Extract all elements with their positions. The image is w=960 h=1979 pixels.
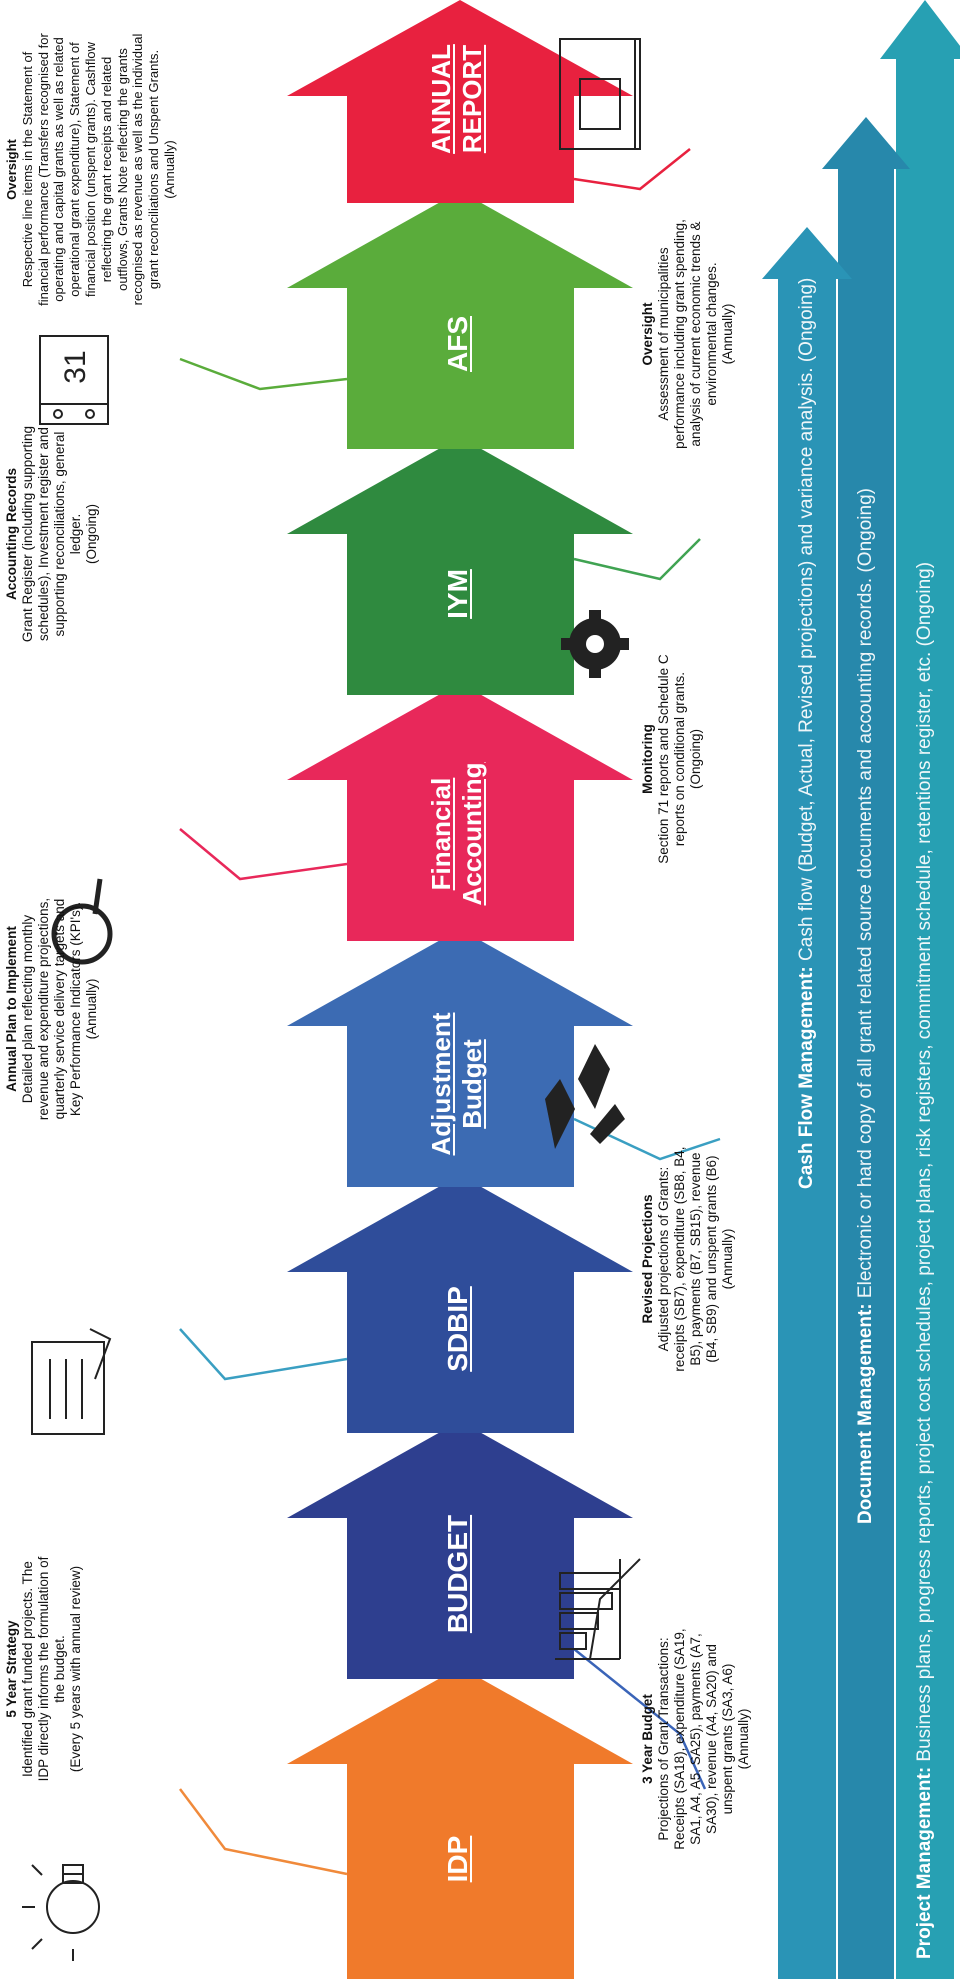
box-title: Revised Projections [640, 1194, 655, 1324]
stage-label-iym: IYM [442, 569, 473, 619]
box-title: Annual Plan to Implement [4, 926, 19, 1092]
box-monitoring: Monitoring Section 71 reports and Schedu… [640, 629, 704, 889]
lightbulb-icon [22, 1864, 100, 1961]
stage-arrow-sdbip [287, 1175, 633, 1433]
bar-cash-flow-management [762, 227, 852, 1979]
connector-idp [179, 1788, 348, 1876]
box-title: Accounting Records [4, 468, 19, 601]
stage-arrow-adjustment-budget [287, 929, 633, 1187]
report-book-icon [559, 38, 641, 150]
box-title: Monitoring [640, 724, 655, 794]
bar-project-management [880, 0, 960, 1979]
bar-desc: Electronic or hard copy of all grant rel… [855, 488, 876, 1299]
box-title: 5 Year Strategy [4, 1620, 19, 1718]
stage-arrow-annual-report [287, 0, 633, 203]
stage-label-budget: BUDGET [442, 1514, 473, 1634]
gear-icon [561, 610, 629, 678]
box-title: 3 Year Budget [640, 1694, 655, 1784]
stage-arrow-idp [287, 1667, 633, 1979]
bar-label-document: Document Management: Electronic or hard … [855, 488, 877, 1524]
stage-arrow-financial-accounting [287, 683, 633, 941]
magnifier-icon [51, 878, 113, 965]
bar-name: Document Management: [855, 1303, 876, 1524]
stage-label-idp: IDP [442, 1835, 473, 1883]
box-revised-projections: Revised Projections Adjusted projections… [640, 1119, 736, 1399]
stage-arrow-budget [287, 1421, 633, 1679]
connector-iym [573, 538, 701, 581]
box-3-year-budget: 3 Year Budget Projections of Grant Trans… [640, 1609, 752, 1869]
box-5-year-strategy: 5 Year Strategy Identified grant funded … [4, 1529, 84, 1809]
checklist-icon [31, 1328, 112, 1435]
bar-name: Cash Flow Management: [796, 966, 817, 1189]
connector-sdbip [179, 1328, 348, 1381]
box-title: Oversight [640, 302, 655, 366]
connector-afs [179, 357, 348, 391]
bar-chart-icon [555, 1558, 641, 1660]
box-annual-plan: Annual Plan to Implement Detailed plan r… [4, 859, 100, 1159]
bar-name: Project Management: [914, 1766, 935, 1959]
stage-label-afs: AFS [442, 316, 473, 372]
box-oversight-top: Oversight Respective line items in the S… [4, 0, 178, 339]
connector-annual [573, 148, 691, 191]
stage-arrows [287, 0, 633, 1979]
connector-financial [179, 828, 348, 881]
calendar-icon [39, 335, 109, 425]
stage-arrow-afs [287, 191, 633, 449]
stage-arrow-iym [287, 437, 633, 695]
bar-desc: Business plans, progress reports, projec… [914, 561, 935, 1762]
management-bars [762, 0, 960, 1979]
calendar-day: 31 [59, 350, 92, 383]
handshake-icon [545, 1044, 625, 1149]
connector-budget [573, 1648, 707, 1790]
bar-label-project: Project Management: Business plans, prog… [914, 562, 936, 1959]
bar-document-management [822, 117, 910, 1979]
box-accounting-records: Accounting Records Grant Register (inclu… [4, 394, 100, 674]
bar-desc: Cash flow (Budget, Actual, Revised proje… [796, 277, 817, 961]
stage-label-sdbip: SDBIP [442, 1286, 473, 1372]
box-title: Oversight [4, 139, 19, 200]
bar-label-cash-flow: Cash Flow Management: Cash flow (Budget,… [796, 278, 818, 1189]
